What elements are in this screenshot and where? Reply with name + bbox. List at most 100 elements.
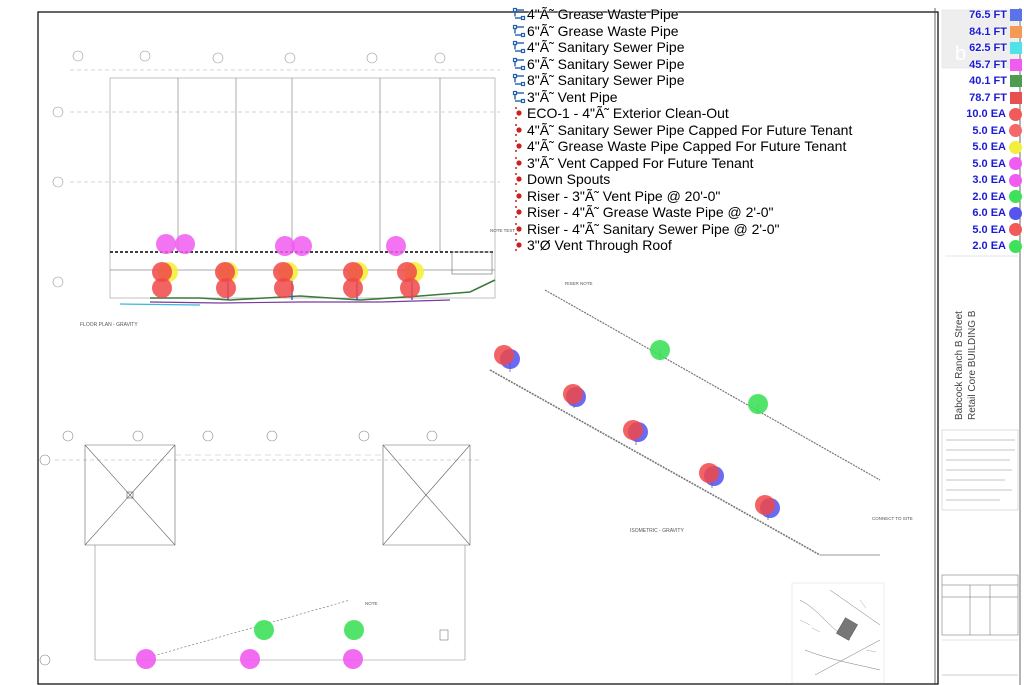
count-marker-icon <box>512 172 526 186</box>
quantity-row: 3.0 EA <box>942 172 1022 189</box>
pipe-segment-icon <box>512 90 526 104</box>
legend-item[interactable]: 4"Ã˜ Grease Waste Pipe Capped For Future… <box>512 137 892 154</box>
color-swatch <box>1009 239 1022 253</box>
count-marker-icon <box>512 238 526 252</box>
quantity-value: 10.0 EA <box>966 108 1006 121</box>
quantity-value: 84.1 FT <box>969 25 1007 38</box>
quantity-row: 45.7 FT <box>942 57 1022 74</box>
legend-item-label: 6"Ã˜ Grease Waste Pipe <box>527 22 679 39</box>
legend-item[interactable]: 3"Ã˜ Vent Capped For Future Tenant <box>512 154 892 171</box>
quantity-row: 5.0 EA <box>942 123 1022 140</box>
legend-item-label: 3"Ã˜ Vent Pipe <box>527 88 618 105</box>
sheet-border <box>37 11 939 685</box>
markers-lower <box>136 620 364 669</box>
color-swatch <box>1009 206 1022 220</box>
color-swatch <box>1009 157 1022 171</box>
quantity-value: 62.5 FT <box>969 42 1007 55</box>
count-marker-icon <box>512 222 526 236</box>
quantity-value: 5.0 EA <box>972 141 1006 154</box>
takeoff-quantities: 76.5 FT 84.1 FT 62.5 FT 45.7 FT 40.1 FT 78.7 … <box>942 7 1022 255</box>
legend-item-label: 3"Ã˜ Vent Capped For Future Tenant <box>527 154 754 171</box>
color-swatch <box>1010 25 1022 38</box>
svg-text:FLOOR PLAN - GRAVITY: FLOOR PLAN - GRAVITY <box>80 322 138 328</box>
quantity-value: 45.7 FT <box>969 58 1007 71</box>
color-swatch <box>1009 190 1022 204</box>
legend-item[interactable]: 3"Ø Vent Through Roof <box>512 236 892 253</box>
color-swatch <box>1010 9 1022 22</box>
pipe-segment-icon <box>512 7 526 21</box>
legend-item[interactable]: Riser - 4"Ã˜ Sanitary Sewer Pipe @ 2'-0" <box>512 220 892 237</box>
quantity-value: 5.0 EA <box>972 124 1006 137</box>
legend-item[interactable]: 4"Ã˜ Sanitary Sewer Pipe <box>512 38 892 55</box>
legend-item[interactable]: 4"Ã˜ Sanitary Sewer Pipe Capped For Futu… <box>512 121 892 138</box>
color-swatch <box>1009 124 1022 138</box>
color-swatch <box>1010 91 1022 104</box>
isometric-diagram: ISOMETRIC - GRAVITY RISER NOTE CONNECT T… <box>489 281 913 556</box>
quantity-value: 2.0 EA <box>972 190 1006 203</box>
count-marker-icon <box>512 123 526 137</box>
quantity-value: 2.0 EA <box>972 240 1006 253</box>
quantity-value: 6.0 EA <box>972 207 1006 220</box>
legend-item-label: 4"Ã˜ Grease Waste Pipe Capped For Future… <box>527 138 847 155</box>
svg-text:ISOMETRIC - GRAVITY: ISOMETRIC - GRAVITY <box>630 528 684 534</box>
count-marker-icon <box>512 139 526 153</box>
legend-item[interactable]: ECO-1 - 4"Ã˜ Exterior Clean-Out <box>512 104 892 121</box>
legend-item-label: Riser - 4"Ã˜ Grease Waste Pipe @ 2'-0" <box>527 204 774 221</box>
legend-item-label: 4"Ã˜ Sanitary Sewer Pipe <box>527 39 685 56</box>
legend-item[interactable]: Riser - 4"Ã˜ Grease Waste Pipe @ 2'-0" <box>512 203 892 220</box>
quantity-row: 5.0 EA <box>942 139 1022 156</box>
key-map <box>791 582 885 684</box>
pipe-segment-icon <box>512 40 526 54</box>
legend-item-label: 8"Ã˜ Sanitary Sewer Pipe <box>527 72 685 89</box>
svg-text:NOTE: NOTE <box>365 601 378 606</box>
title-block-graphics: b <box>941 9 1019 676</box>
svg-text:RISER NOTE: RISER NOTE <box>565 281 593 286</box>
svg-text:CONNECT TO SITE: CONNECT TO SITE <box>872 516 913 521</box>
legend-item-label: 6"Ã˜ Sanitary Sewer Pipe <box>527 55 685 72</box>
pipe-segment-icon <box>512 73 526 87</box>
legend-item[interactable]: 6"Ã˜ Sanitary Sewer Pipe <box>512 55 892 72</box>
legend-item[interactable]: Riser - 3"Ã˜ Vent Pipe @ 20'-0" <box>512 187 892 204</box>
roof-plan-lower: NOTE <box>39 430 480 666</box>
count-marker-icon <box>512 189 526 203</box>
markers-isometric <box>494 340 780 518</box>
quantity-row: 84.1 FT <box>942 24 1022 41</box>
markers-upper <box>152 234 424 298</box>
quantity-row: 10.0 EA <box>942 106 1022 123</box>
legend-item-label: Down Spouts <box>527 171 611 188</box>
count-marker-icon <box>512 205 526 219</box>
quantity-row: 40.1 FT <box>942 73 1022 90</box>
quantity-value: 5.0 EA <box>972 157 1006 170</box>
quantity-row: 76.5 FT <box>942 7 1022 24</box>
svg-text:b: b <box>955 43 966 65</box>
color-swatch <box>1010 75 1022 88</box>
legend-item-label: Riser - 3"Ã˜ Vent Pipe @ 20'-0" <box>527 187 721 204</box>
color-swatch <box>1009 107 1022 121</box>
quantity-value: 76.5 FT <box>969 9 1007 22</box>
legend-item-label: 4"Ã˜ Sanitary Sewer Pipe Capped For Futu… <box>527 121 853 138</box>
legend-item[interactable]: 8"Ã˜ Sanitary Sewer Pipe <box>512 71 892 88</box>
legend-item-label: 4"Ã˜ Grease Waste Pipe <box>527 6 679 23</box>
legend-item[interactable]: Down Spouts <box>512 170 892 187</box>
color-swatch <box>1009 223 1022 237</box>
pipe-segment-icon <box>512 57 526 71</box>
quantity-value: 5.0 EA <box>972 223 1006 236</box>
quantity-row: 78.7 FT <box>942 90 1022 107</box>
svg-text:NOTE TEXT: NOTE TEXT <box>490 228 515 233</box>
quantity-value: 40.1 FT <box>969 75 1007 88</box>
legend-item-label: Riser - 4"Ã˜ Sanitary Sewer Pipe @ 2'-0" <box>527 220 780 237</box>
count-marker-icon <box>512 106 526 120</box>
quantity-row: 5.0 EA <box>942 222 1022 239</box>
legend-item[interactable]: 6"Ã˜ Grease Waste Pipe <box>512 22 892 39</box>
color-swatch <box>1010 42 1022 55</box>
quantity-row: 5.0 EA <box>942 156 1022 173</box>
legend-item-label: ECO-1 - 4"Ã˜ Exterior Clean-Out <box>527 105 729 122</box>
quantity-row: 2.0 EA <box>942 189 1022 206</box>
quantity-row: 6.0 EA <box>942 205 1022 222</box>
count-marker-icon <box>512 156 526 170</box>
legend-item[interactable]: 3"Ã˜ Vent Pipe <box>512 88 892 105</box>
quantity-row: 62.5 FT <box>942 40 1022 57</box>
legend-item[interactable]: 4"Ã˜ Grease Waste Pipe <box>512 5 892 22</box>
